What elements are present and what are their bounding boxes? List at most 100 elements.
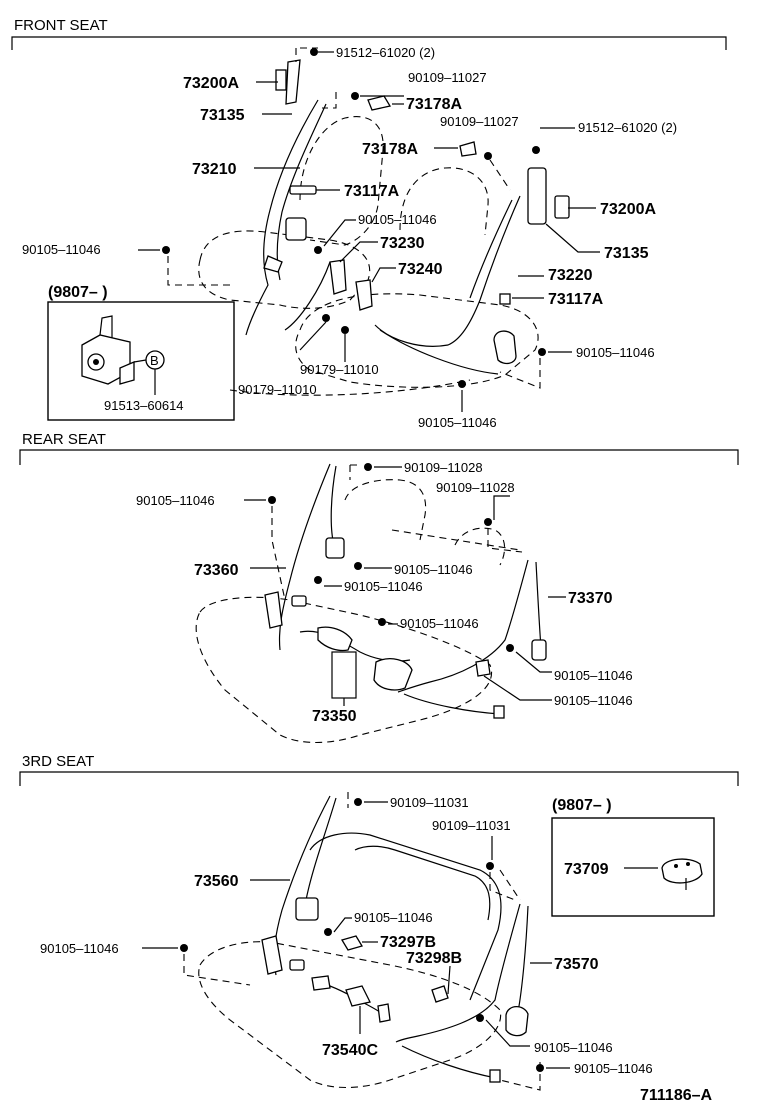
third-center-buckle <box>345 985 371 1007</box>
third-seat-heading: 3RD SEAT <box>22 753 94 770</box>
rear-seat-heading: REAR SEAT <box>22 431 106 448</box>
cover-73178A-b <box>459 141 477 157</box>
label-90105-11046-third-c: 90105–11046 <box>574 1061 653 1076</box>
bolt-90109-11027-a <box>351 92 359 100</box>
rear-cushion <box>195 596 493 744</box>
inset-frame-third <box>551 817 715 917</box>
bolt-90109-11028-b <box>484 518 492 526</box>
front-right-belt <box>374 195 521 347</box>
front-right-backrest <box>399 167 489 236</box>
inset-date-third: (9807– ) <box>552 797 612 814</box>
label-90105-11046-rear-e: 90105–11046 <box>554 693 633 708</box>
front-left-belt <box>245 99 319 336</box>
label-90109-11027-a: 90109–11027 <box>408 70 487 85</box>
label-73540C: 73540C <box>322 1042 378 1059</box>
front-left-backrest <box>299 116 384 246</box>
label-73360: 73360 <box>194 562 239 579</box>
bolt-90109-11031-a <box>354 798 362 806</box>
third-inset-9807: (9807– ) 73709 <box>551 797 715 917</box>
buckle-73230 <box>329 259 347 295</box>
label-73210: 73210 <box>192 161 237 178</box>
front-seat-heading: FRONT SEAT <box>14 17 108 34</box>
label-73135-right: 73135 <box>604 245 649 262</box>
rear-right-retractor <box>531 639 547 661</box>
label-90105-11046-right: 90105–11046 <box>576 345 655 360</box>
bolt-90105-rear-left <box>268 496 276 504</box>
rear-section-bracket <box>19 449 739 465</box>
front-right-guide-73117A <box>499 293 511 305</box>
third-right-belt <box>395 903 521 1043</box>
bolt-90109-11027-b <box>484 152 492 160</box>
front-left-guide <box>289 185 317 195</box>
label-90109-11028-a: 90109–11028 <box>404 460 483 475</box>
third-section-bracket <box>19 771 739 786</box>
label-73570: 73570 <box>554 956 599 973</box>
third-backrest-outer <box>309 832 502 1001</box>
label-90179-11010-b: 90179–11010 <box>238 382 317 397</box>
bolt-90109-11031-b <box>486 862 494 870</box>
inset-part-73709: 73709 <box>564 861 609 878</box>
label-73178A-a: 73178A <box>406 96 462 113</box>
label-73370: 73370 <box>568 590 613 607</box>
label-91512-61020-right: 91512–61020 (2) <box>578 120 677 135</box>
rear-right-backrest <box>454 527 506 566</box>
front-floor-line <box>229 379 471 396</box>
bolt-90105-third-a <box>324 928 332 936</box>
front-right-adjuster-73200A <box>554 195 570 219</box>
front-right-slider-73135 <box>527 167 547 225</box>
label-90105-11046-rear-c: 90105–11046 <box>400 616 479 631</box>
label-90105-11046-rear-d: 90105–11046 <box>554 668 633 683</box>
svg-text:B: B <box>150 353 159 368</box>
inset-date-front: (9807– ) <box>48 284 108 301</box>
rear-left-retractor <box>325 537 345 559</box>
front-left-adjuster-73200A <box>275 69 287 91</box>
bolt-90105-r <box>538 348 546 356</box>
buckle-73240 <box>355 279 373 311</box>
label-73135-left: 73135 <box>200 107 245 124</box>
bolt-90105-rear-a <box>314 576 322 584</box>
label-90109-11031-b: 90109–11031 <box>432 818 511 833</box>
part-73297B <box>341 935 363 951</box>
bolt-90179-b <box>341 326 349 334</box>
label-90105-11046-third-b: 90105–11046 <box>534 1040 613 1055</box>
label-73240: 73240 <box>398 261 443 278</box>
label-73200A-left: 73200A <box>183 75 239 92</box>
cover-73178A-a <box>367 95 392 111</box>
inset-frame-front <box>47 301 235 421</box>
bolt-91512-right <box>532 146 540 154</box>
label-73220: 73220 <box>548 267 593 284</box>
front-inset-9807: (9807– ) B 91513–60614 <box>47 284 235 421</box>
inset-part-91513-60614: 91513–60614 <box>104 398 184 413</box>
part-73298B <box>431 985 449 1003</box>
label-73117A-a: 73117A <box>344 183 400 200</box>
rear-buckle-bracket-73350 <box>331 651 357 699</box>
bolt-90109-11028-a <box>364 463 372 471</box>
third-right-retractor <box>505 1005 529 1037</box>
front-left-slider-73135 <box>285 59 301 105</box>
rear-left-belt <box>278 463 331 651</box>
bolt-90105-rear-b <box>378 618 386 626</box>
label-90105-11046-rear-a: 90105–11046 <box>394 562 473 577</box>
third-left-retractor <box>295 897 319 921</box>
label-73560: 73560 <box>194 873 239 890</box>
front-left-retractor <box>285 217 307 241</box>
label-73350: 73350 <box>312 708 357 725</box>
bolt-90105-rear-c <box>506 644 514 652</box>
label-73200A-right: 73200A <box>600 201 656 218</box>
rear-seat-section: REAR SEAT <box>19 431 739 744</box>
figure-id: 711186–A <box>640 1087 713 1104</box>
bolt-91512-top <box>310 48 318 56</box>
rear-left-backrest <box>344 479 427 541</box>
label-91512-61020-top: 91512–61020 (2) <box>336 45 435 60</box>
front-right-retractor <box>493 330 517 365</box>
bolt-90105-a <box>314 246 322 254</box>
label-90105-11046-bottom: 90105–11046 <box>418 415 497 430</box>
inset-part-73709-shape <box>661 858 703 884</box>
label-90105-11046-third-a: 90105–11046 <box>354 910 433 925</box>
bolt-90105-third-b <box>476 1014 484 1022</box>
label-90179-11010-a: 90179–11010 <box>300 362 379 377</box>
label-90105-11046-third-left: 90105–11046 <box>40 941 119 956</box>
bolt-90179-a <box>322 314 330 322</box>
label-73230: 73230 <box>380 235 425 252</box>
